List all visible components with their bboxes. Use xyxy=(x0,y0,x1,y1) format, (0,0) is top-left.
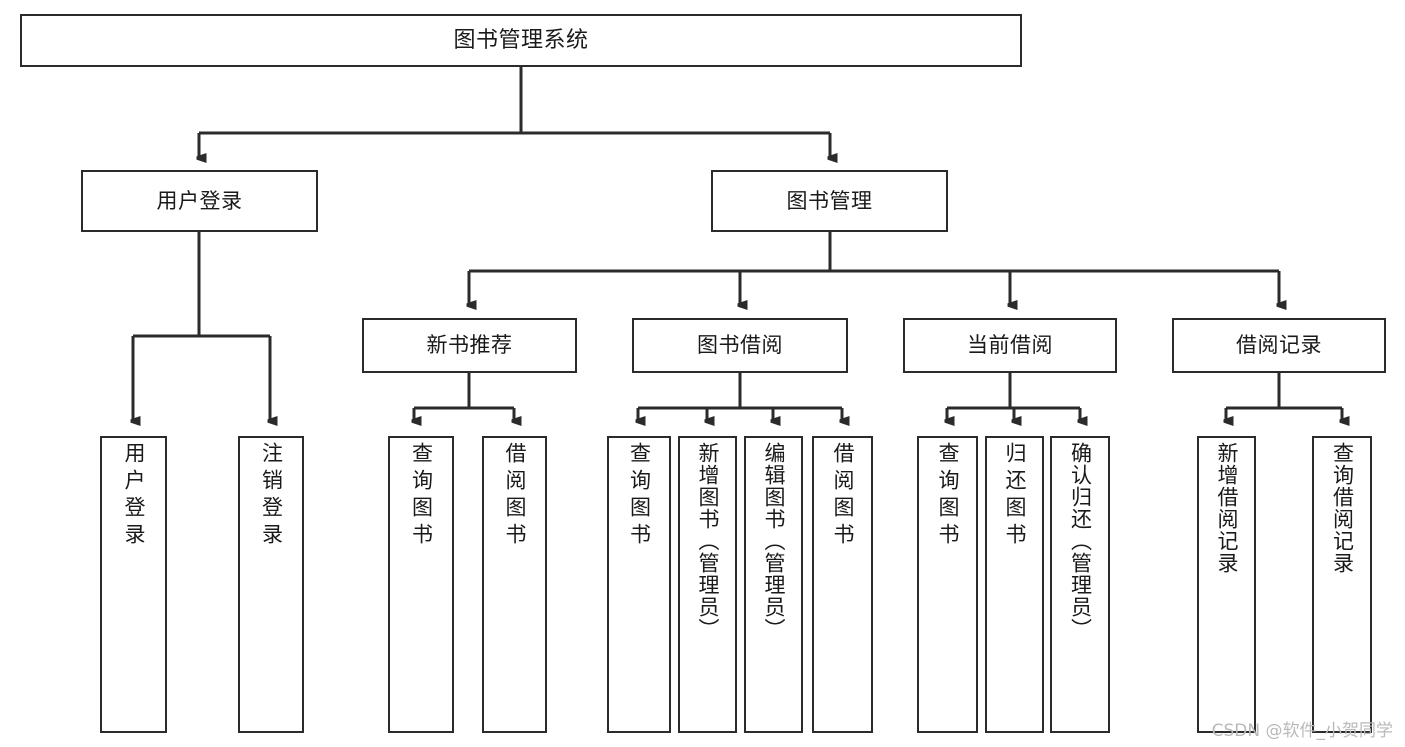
node-label: 确认归还（管理员） xyxy=(1068,442,1093,640)
leaf-borrow-book-recommend[interactable]: 借阅图书 xyxy=(482,436,547,733)
leaf-return-book[interactable]: 归还图书 xyxy=(985,436,1044,733)
node-label: 借阅图书 xyxy=(503,442,527,550)
node-label: 查询借阅记录 xyxy=(1330,442,1355,574)
node-label: 图书借阅 xyxy=(697,333,783,358)
node-label: 查询图书 xyxy=(936,442,960,550)
node-user-login[interactable]: 用户登录 xyxy=(81,170,318,232)
node-label: 注销登录 xyxy=(259,442,284,550)
node-current-borrow[interactable]: 当前借阅 xyxy=(903,318,1117,373)
node-label: 借阅图书 xyxy=(831,442,855,550)
node-root-book-management-system[interactable]: 图书管理系统 xyxy=(20,14,1022,67)
node-label: 新增借阅记录 xyxy=(1215,442,1239,574)
node-label: 图书管理 xyxy=(786,188,873,213)
node-label: 新书推荐 xyxy=(426,333,513,358)
leaf-user-login[interactable]: 用户登录 xyxy=(100,436,167,733)
node-new-book-recommend[interactable]: 新书推荐 xyxy=(362,318,577,373)
node-borrow-record[interactable]: 借阅记录 xyxy=(1172,318,1386,373)
node-book-management[interactable]: 图书管理 xyxy=(711,170,948,232)
node-label: 图书管理系统 xyxy=(453,27,589,53)
node-label: 查询图书 xyxy=(627,442,652,550)
leaf-logout[interactable]: 注销登录 xyxy=(238,436,304,733)
node-label: 用户登录 xyxy=(122,442,146,550)
node-book-borrow[interactable]: 图书借阅 xyxy=(632,318,848,373)
node-label: 查询图书 xyxy=(409,442,434,550)
leaf-query-borrow-record[interactable]: 查询借阅记录 xyxy=(1312,436,1372,733)
node-label: 归还图书 xyxy=(1003,442,1027,550)
leaf-edit-book-admin[interactable]: 编辑图书（管理员） xyxy=(744,436,803,733)
leaf-add-borrow-record[interactable]: 新增借阅记录 xyxy=(1197,436,1256,733)
csdn-watermark: CSDN @软件_小贺同学 xyxy=(1211,721,1393,741)
leaf-confirm-return-admin[interactable]: 确认归还（管理员） xyxy=(1050,436,1110,733)
node-label: 借阅记录 xyxy=(1236,333,1322,358)
leaf-query-book-borrow[interactable]: 查询图书 xyxy=(607,436,671,733)
node-label: 当前借阅 xyxy=(967,333,1053,358)
node-label: 编辑图书（管理员） xyxy=(762,442,786,640)
node-label: 新增图书（管理员） xyxy=(696,442,720,640)
leaf-query-book-current[interactable]: 查询图书 xyxy=(917,436,978,733)
leaf-borrow-book[interactable]: 借阅图书 xyxy=(812,436,873,733)
leaf-add-book-admin[interactable]: 新增图书（管理员） xyxy=(678,436,737,733)
node-label: 用户登录 xyxy=(156,188,243,213)
leaf-query-book-recommend[interactable]: 查询图书 xyxy=(388,436,454,733)
